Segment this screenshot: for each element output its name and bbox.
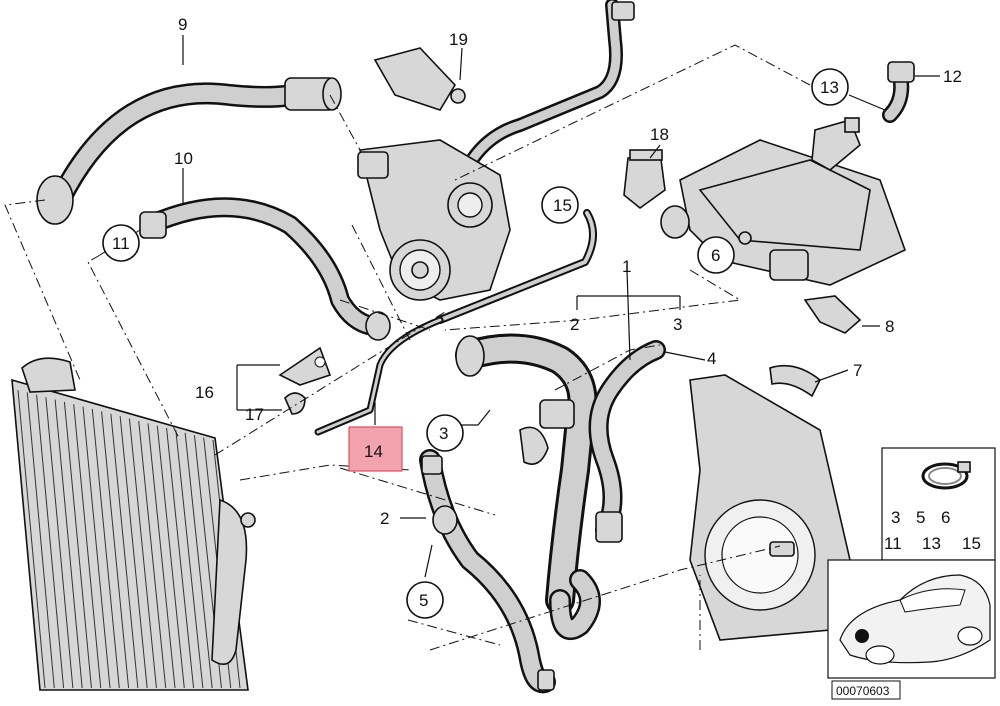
water-pump-thermostat — [357, 139, 511, 301]
hose-4 — [588, 340, 666, 543]
callout-5: 5 — [419, 591, 428, 610]
radiator-fin — [36, 394, 65, 689]
callout-1: 1 — [622, 257, 631, 276]
callout-9: 9 — [178, 15, 187, 34]
engine-front-cover — [689, 374, 851, 641]
callout-15: 15 — [553, 196, 572, 215]
car-silhouette-icon — [839, 574, 991, 665]
inset-row2-b: 13 — [922, 534, 941, 553]
radiator-fin — [91, 408, 120, 689]
hose-1 — [455, 333, 598, 615]
dashed-lines — [4, 44, 811, 651]
callout-circles — [102, 68, 849, 619]
inset-row1-c: 6 — [941, 508, 950, 527]
radiator-fin — [63, 401, 92, 689]
highlight-box-14 — [348, 426, 403, 472]
radiator-fin — [147, 423, 176, 689]
callout-2-upper: 2 — [570, 315, 579, 334]
hose-12-elbow — [882, 61, 915, 123]
callout-3-lower: 3 — [439, 424, 448, 443]
radiator-fin — [101, 411, 130, 689]
radiator-fin — [73, 404, 102, 689]
hose-10 — [139, 197, 391, 341]
callout-10: 10 — [174, 149, 193, 168]
hose-9 — [36, 77, 342, 225]
radiator-fin — [138, 420, 167, 689]
coolant-housing — [660, 117, 906, 286]
callout-7: 7 — [853, 361, 862, 380]
callout-3-upper: 3 — [673, 315, 682, 334]
radiator-fin — [128, 418, 157, 689]
hose-2 — [419, 449, 556, 694]
radiator-fin — [17, 389, 46, 689]
radiator — [11, 357, 256, 691]
radiator-fin — [119, 416, 148, 689]
hose-15 — [436, 209, 597, 324]
clip-7 — [769, 364, 822, 398]
inset-row2-c: 15 — [962, 534, 981, 553]
callout-18: 18 — [650, 125, 669, 144]
radiator-fin — [166, 428, 195, 689]
hose-clamp-icon — [921, 461, 971, 490]
callout-6: 6 — [711, 246, 720, 265]
radiator-fin — [45, 397, 74, 689]
radiator-fin — [110, 413, 139, 689]
callout-12: 12 — [943, 67, 962, 86]
radiator-fin — [82, 406, 111, 689]
callout-labels: 9 19 10 11 15 18 13 12 6 1 2 3 4 8 7 16 … — [112, 15, 962, 610]
callout-19: 19 — [449, 30, 468, 49]
inset-row1-a: 3 — [891, 508, 900, 527]
callout-8: 8 — [885, 317, 894, 336]
inset-row1-b: 5 — [916, 508, 925, 527]
inset-row2-a: 11 — [884, 534, 902, 553]
clamp-17 — [284, 392, 306, 415]
diagram-number: 00070603 — [836, 684, 890, 698]
callout-2-lower: 2 — [380, 509, 389, 528]
callout-11: 11 — [112, 234, 130, 253]
radiator-fin — [54, 399, 83, 689]
hose-14 — [314, 316, 444, 436]
hose-lower-loop — [549, 569, 601, 640]
callout-17: 17 — [245, 405, 264, 424]
bracket-16 — [278, 346, 332, 386]
radiator-fin — [184, 432, 213, 689]
callout-14: 14 — [364, 442, 383, 461]
clip-18 — [623, 149, 666, 210]
clip-19 — [373, 47, 466, 111]
callout-13: 13 — [820, 78, 839, 97]
radiator-fin — [26, 392, 55, 689]
callout-16: 16 — [195, 383, 214, 402]
callout-4: 4 — [707, 349, 716, 368]
radiator-fin — [175, 430, 204, 689]
inset-panel: 3 5 6 11 13 15 00070603 — [827, 447, 996, 700]
clip-8 — [803, 295, 862, 334]
radiator-fin — [156, 425, 185, 689]
leader-lines — [182, 35, 940, 578]
